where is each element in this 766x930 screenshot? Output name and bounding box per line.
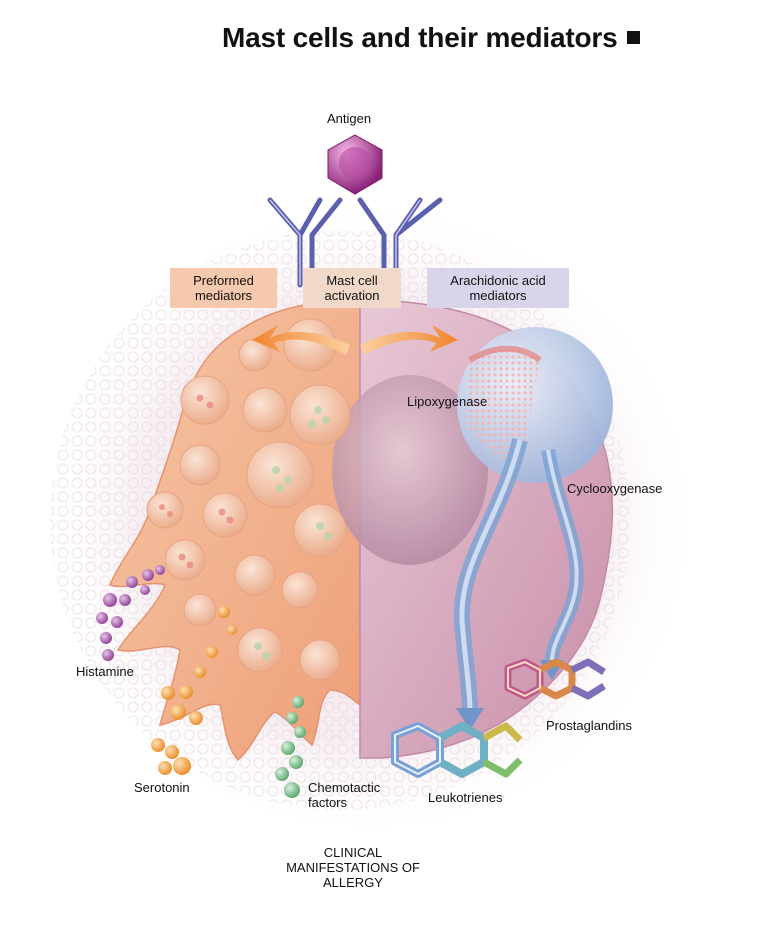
arachidonic-acid-mediators-box: Arachidonic acid mediators <box>427 268 569 308</box>
leukotrienes-label: Leukotrienes <box>428 790 503 805</box>
prostaglandins-label: Prostaglandins <box>546 718 632 733</box>
antigen-label: Antigen <box>327 111 372 126</box>
cyclooxygenase-label: Cyclooxygenase <box>567 481 663 496</box>
nucleus <box>332 375 488 565</box>
clinical-manifestations-label: CLINICAL MANIFESTATIONS OF ALLERGY <box>238 845 468 890</box>
histamine-label: Histamine <box>76 664 134 679</box>
enzyme-sphere <box>457 327 613 483</box>
chemotactic-factors-label: Chemotactic factors <box>308 780 381 810</box>
activation-arrows <box>252 325 458 355</box>
arachidonic-acid-mediators-label: Arachidonic acid mediators <box>450 273 546 303</box>
preformed-mediators-box: Preformed mediators <box>170 268 277 308</box>
lipoxygenase-label: Lipoxygenase <box>407 394 488 409</box>
title-square-mark <box>627 31 641 44</box>
clinical-manifestations-text: CLINICAL MANIFESTATIONS OF ALLERGY <box>286 845 420 890</box>
antigen-particle <box>327 134 383 195</box>
granule-vesicles <box>146 318 351 681</box>
preformed-mediators-label: Preformed mediators <box>193 273 254 303</box>
page-title: Mast cells and their mediators <box>222 22 641 54</box>
leukotriene-molecule <box>391 722 523 778</box>
histamine-granules <box>96 565 165 661</box>
serotonin-granules <box>151 606 237 775</box>
serotonin-label: Serotonin <box>134 780 190 795</box>
title-text: Mast cells and their mediators <box>222 22 618 53</box>
chemotactic-granules <box>275 696 306 798</box>
prostaglandin-molecule <box>504 658 606 700</box>
pathway-ribbons <box>453 438 584 730</box>
mast-cell-activation-label: Mast cell activation <box>324 273 380 303</box>
mast-cell-activation-box: Mast cell activation <box>303 268 401 308</box>
